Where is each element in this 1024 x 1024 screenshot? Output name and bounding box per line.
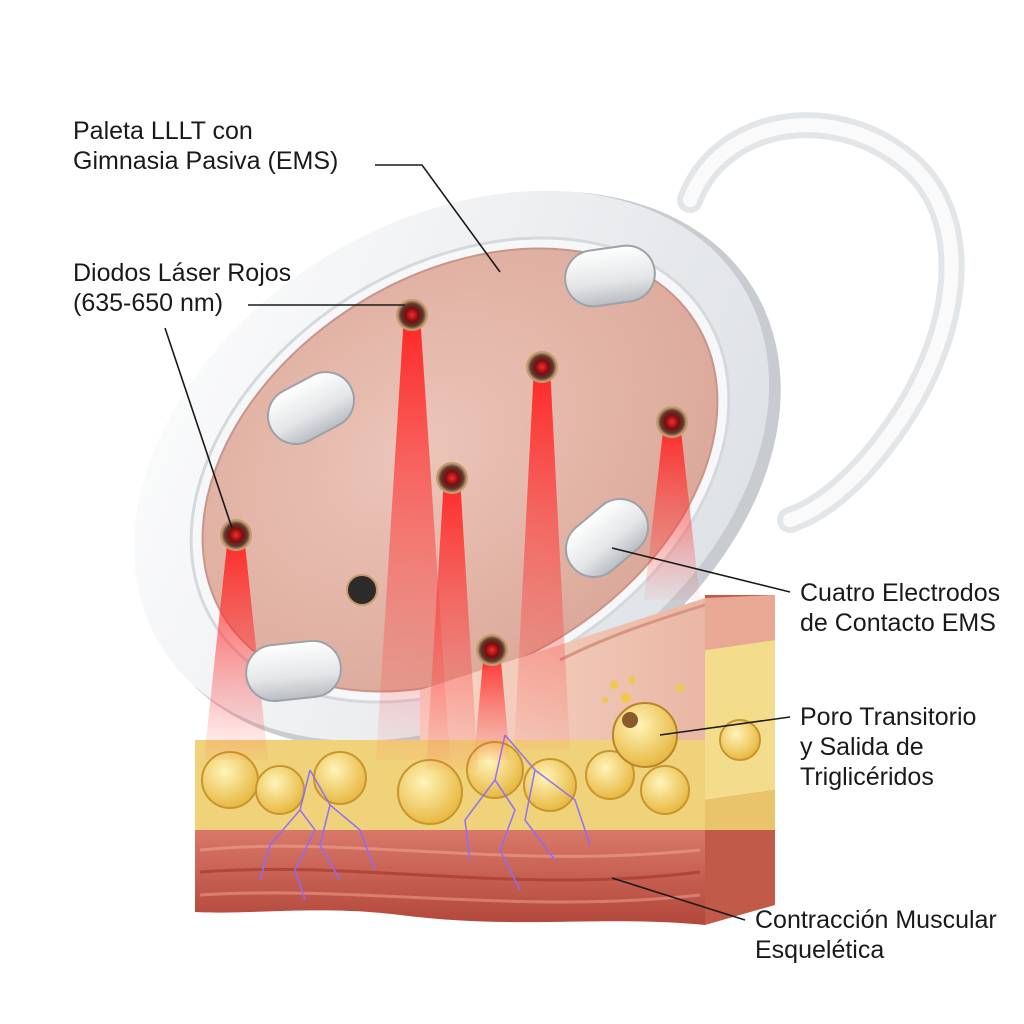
label-diodes-line2: (635-650 nm) xyxy=(73,289,224,317)
leader-lines xyxy=(164,164,791,921)
label-electrodes-line1: Cuatro Electrodos xyxy=(800,579,1001,607)
label-paddle-line2: Gimnasia Pasiva (EMS) xyxy=(73,147,339,175)
label-muscle-line2: Esquelética xyxy=(755,936,885,964)
label-pore-line3: Triglicéridos xyxy=(800,763,934,791)
leader-diodes-2 xyxy=(164,327,233,529)
label-pore-line1: Poro Transitorio xyxy=(800,703,977,731)
leader-paddle xyxy=(375,164,501,273)
label-diodes-line1: Diodos Láser Rojos xyxy=(73,259,292,287)
ems-sparks xyxy=(259,734,591,901)
leader-muscle xyxy=(611,877,746,921)
label-paddle: Paleta LLLT con Gimnasia Pasiva (EMS) xyxy=(73,116,338,176)
label-pore: Poro Transitorio y Salida de Triglicérid… xyxy=(800,702,976,792)
ems-electrodes xyxy=(245,244,656,702)
pore-fat-cell xyxy=(612,702,678,768)
label-electrodes-line2: de Contacto EMS xyxy=(800,609,996,637)
label-paddle-line1: Paleta LLLT con xyxy=(73,117,253,145)
laser-beams xyxy=(204,315,700,770)
laser-diodes xyxy=(220,299,688,666)
label-pore-line2: y Salida de xyxy=(800,733,924,761)
label-muscle-line1: Contracción Muscular xyxy=(755,906,997,934)
leader-electrodes xyxy=(611,547,791,593)
label-diodes: Diodos Láser Rojos (635-650 nm) xyxy=(73,258,291,318)
leader-pore xyxy=(659,716,791,736)
label-electrodes: Cuatro Electrodos de Contacto EMS xyxy=(800,578,1000,638)
label-muscle: Contracción Muscular Esquelética xyxy=(755,905,997,965)
